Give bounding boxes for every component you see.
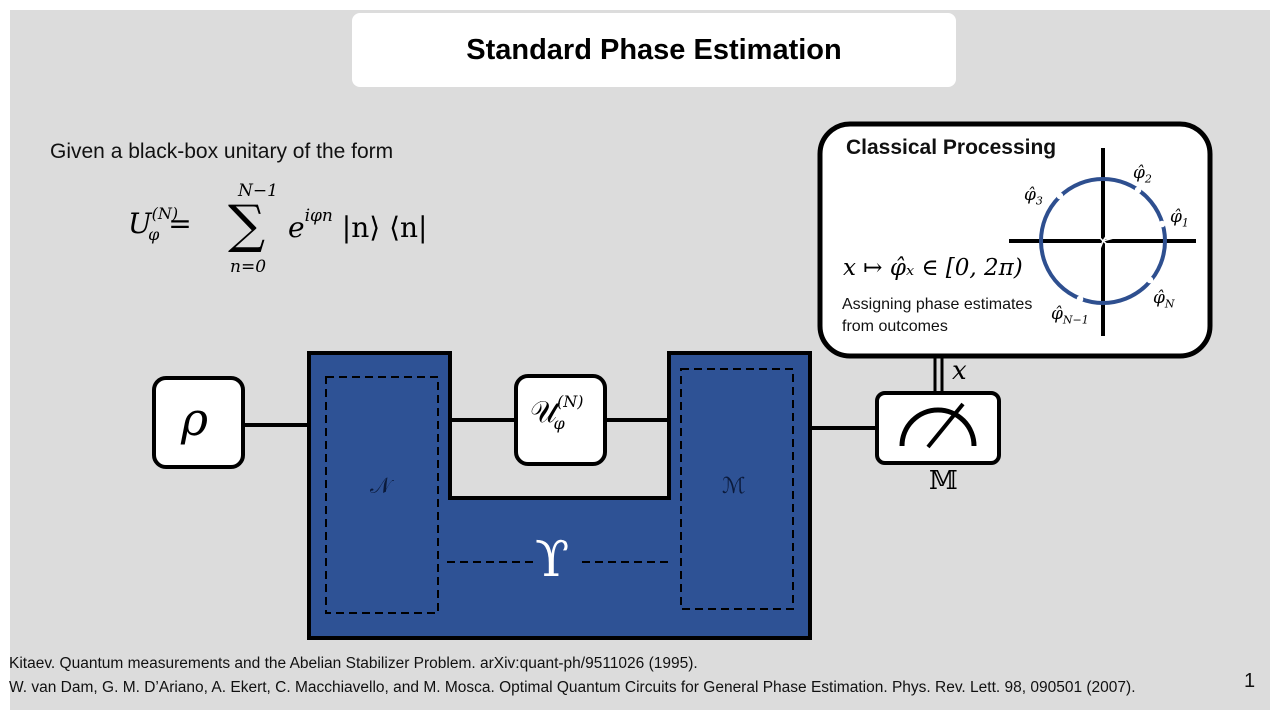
phase-vector-1-head xyxy=(1158,220,1166,228)
phase-ellipsis-dots xyxy=(1047,243,1057,274)
classical-description-line2: from outcomes xyxy=(842,318,948,335)
state-box xyxy=(152,376,245,469)
phase-vector-n-head xyxy=(1146,276,1154,284)
encoder-label: 𝒩 xyxy=(370,474,392,499)
measurement-label: 𝕄 xyxy=(929,466,958,496)
meter-needle-icon xyxy=(926,402,965,449)
phase-vector-n xyxy=(1102,240,1151,281)
reference-kitaev: Kitaev. Quantum measurements and the Abe… xyxy=(9,655,698,672)
measurement-box xyxy=(875,391,1001,465)
unitary-box xyxy=(514,374,607,466)
phase-vector-n-minus-1-head xyxy=(1076,295,1084,303)
phase-label-n: φ̂N xyxy=(1153,288,1175,311)
phase-vector-3 xyxy=(1059,195,1104,242)
classical-description-line1: Assigning phase estimates xyxy=(842,296,1033,313)
phase-vectors xyxy=(1056,186,1166,303)
channel-label: ϒ xyxy=(535,530,570,588)
state-label: ρ xyxy=(181,392,209,446)
page-number: 1 xyxy=(1244,670,1256,692)
sum-lower-limit: n=0 xyxy=(230,257,267,277)
intro-text: Given a black-box unitary of the form xyxy=(50,140,394,163)
process-comb-block xyxy=(307,351,812,640)
page-title: Standard Phase Estimation xyxy=(466,33,842,66)
unitary-equation: U(N)φ = N−1 ∑ n=0 eiφn |n⟩ ⟨n| xyxy=(128,181,428,287)
phase-mapping-formula: x ↦ φ̂ₓ ∈ [0, 2π) xyxy=(843,255,1023,281)
sum-upper-limit: N−1 xyxy=(238,181,278,201)
equation-lhs: U(N)φ = xyxy=(128,203,192,244)
outcome-label: x xyxy=(952,356,967,386)
title-box: Standard Phase Estimation xyxy=(352,13,956,87)
decoder-label: ℳ xyxy=(722,474,746,499)
unitary-label: 𝒰(N)φ xyxy=(530,392,584,433)
decoder-dashed-box xyxy=(680,368,794,610)
equation-term: eiφn |n⟩ ⟨n| xyxy=(288,205,428,244)
sum-symbol: ∑ xyxy=(228,195,266,255)
phase-vector-3-head xyxy=(1056,192,1064,200)
phase-label-2: φ̂2 xyxy=(1133,163,1152,186)
phase-vector-2-head xyxy=(1134,186,1142,194)
phase-vector-n-minus-1 xyxy=(1079,240,1104,300)
encoder-dashed-box xyxy=(325,376,439,614)
phase-vector-1 xyxy=(1102,223,1163,242)
phase-circle xyxy=(1039,177,1167,305)
meter-dial-icon xyxy=(899,407,977,447)
reference-van-dam: W. van Dam, G. M. D’Ariano, A. Ekert, C.… xyxy=(9,679,1136,696)
phase-label-1: φ̂1 xyxy=(1170,207,1189,230)
classical-processing-title: Classical Processing xyxy=(846,136,1057,159)
phase-label-3: φ̂3 xyxy=(1024,185,1043,208)
phase-label-n-minus-1: φ̂N−1 xyxy=(1051,304,1089,327)
phase-vector-2 xyxy=(1102,189,1139,242)
